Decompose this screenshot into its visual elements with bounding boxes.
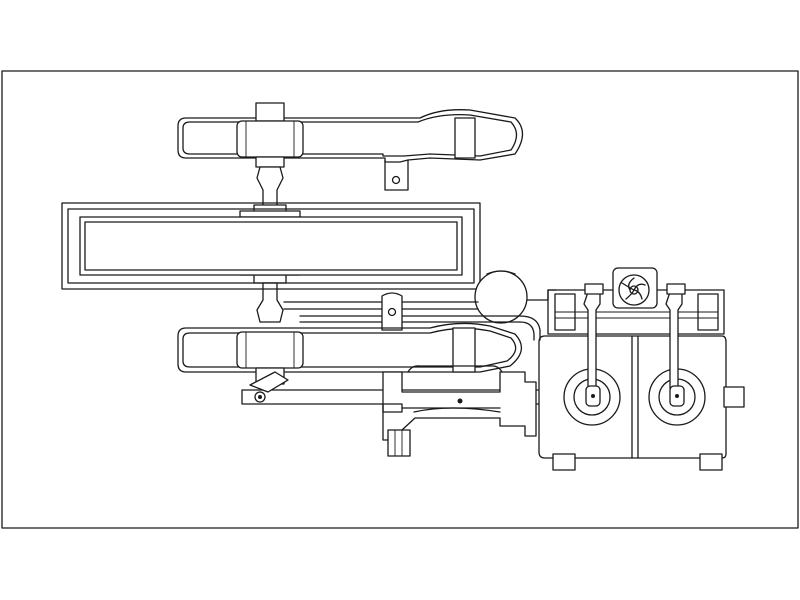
connecting-rods xyxy=(283,301,521,323)
upper-lever-arm xyxy=(177,109,524,191)
lower-lever-arm xyxy=(177,322,522,373)
upper-hub xyxy=(236,102,304,168)
valve-chest xyxy=(547,289,725,335)
rod-bracket xyxy=(381,292,403,331)
cylinder-block xyxy=(538,335,745,471)
steam-pipe xyxy=(519,315,541,341)
valve-rods xyxy=(583,283,686,407)
flywheel-drum xyxy=(61,202,481,290)
shaft-end-stub xyxy=(723,386,745,408)
drawing-border xyxy=(1,70,799,529)
upper-arm-pin xyxy=(391,175,401,185)
crosshead-guide xyxy=(382,365,537,457)
governor-ball xyxy=(474,270,557,324)
fan-wheel xyxy=(612,267,658,309)
upper-arm-slot xyxy=(454,117,476,159)
